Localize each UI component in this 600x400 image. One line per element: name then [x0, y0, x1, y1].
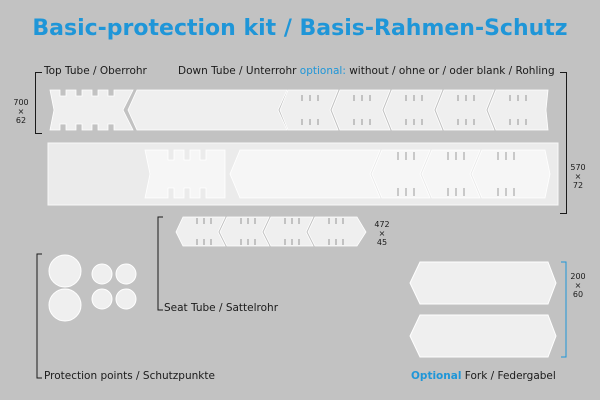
- dim-seat: 472×45: [374, 220, 390, 247]
- page-title: Basic-protection kit / Basis-Rahmen-Schu…: [32, 16, 568, 41]
- dim-fork: 200×60: [570, 272, 586, 299]
- fork-label: Optional Fork / Federgabel: [411, 370, 556, 382]
- down-tube-chevron-1: [279, 89, 339, 131]
- fork-piece-1: [409, 261, 557, 305]
- down-tube-piece-chevron-1: [371, 149, 431, 199]
- top-tube-label: Top Tube / Oberrohr: [44, 65, 147, 77]
- protection-point-large-1: [48, 254, 82, 288]
- seat-tube-piece-4: [307, 216, 367, 247]
- seat-tube-piece-1: [175, 216, 226, 247]
- down-tube-piece-long: [229, 149, 381, 199]
- down-tube-piece-chevron-2: [421, 149, 481, 199]
- protection-point-small-4: [115, 288, 137, 310]
- optional-label: optional:: [299, 65, 346, 77]
- down-tube-chevron-4: [435, 89, 495, 131]
- seat-tube-label: Seat Tube / Sattelrohr: [164, 302, 279, 314]
- down-tube-bracket: [560, 72, 567, 214]
- down-tube-chevron-3: [383, 89, 443, 131]
- dim-down-right: 570×72: [570, 163, 586, 190]
- protection-point-large-2: [48, 288, 82, 322]
- down-tube-chevron-5: [487, 89, 549, 131]
- fork-bracket: [561, 261, 567, 358]
- down-tube-label: Down Tube / Unterrohr optional: without …: [178, 65, 555, 77]
- protection-points-bracket: [36, 253, 42, 379]
- fork-optional-label: Optional: [411, 370, 462, 382]
- fork-piece-2: [409, 314, 557, 358]
- seat-tube-piece-2: [219, 216, 270, 247]
- protection-point-small-1: [91, 263, 113, 285]
- top-tube-bracket: [35, 72, 42, 134]
- down-tube-name: Down Tube / Unterrohr: [178, 65, 297, 77]
- protection-point-small-3: [91, 288, 113, 310]
- down-tube-strip-segment: [127, 89, 288, 131]
- down-tube-chevron-2: [331, 89, 391, 131]
- fork-name: Fork / Federgabel: [464, 370, 556, 382]
- protection-points-label: Protection points / Schutzpunkte: [44, 370, 215, 382]
- seat-tube-piece-3: [263, 216, 314, 247]
- down-tube-piece-left: [144, 149, 226, 199]
- top-tube-piece: [49, 89, 134, 131]
- down-tube-piece-chevron-3: [471, 149, 551, 199]
- protection-point-small-2: [115, 263, 137, 285]
- options-label: without / ohne or / oder blank / Rohling: [349, 65, 555, 77]
- seat-tube-bracket: [157, 216, 163, 311]
- dim-top: 700×62: [13, 98, 29, 125]
